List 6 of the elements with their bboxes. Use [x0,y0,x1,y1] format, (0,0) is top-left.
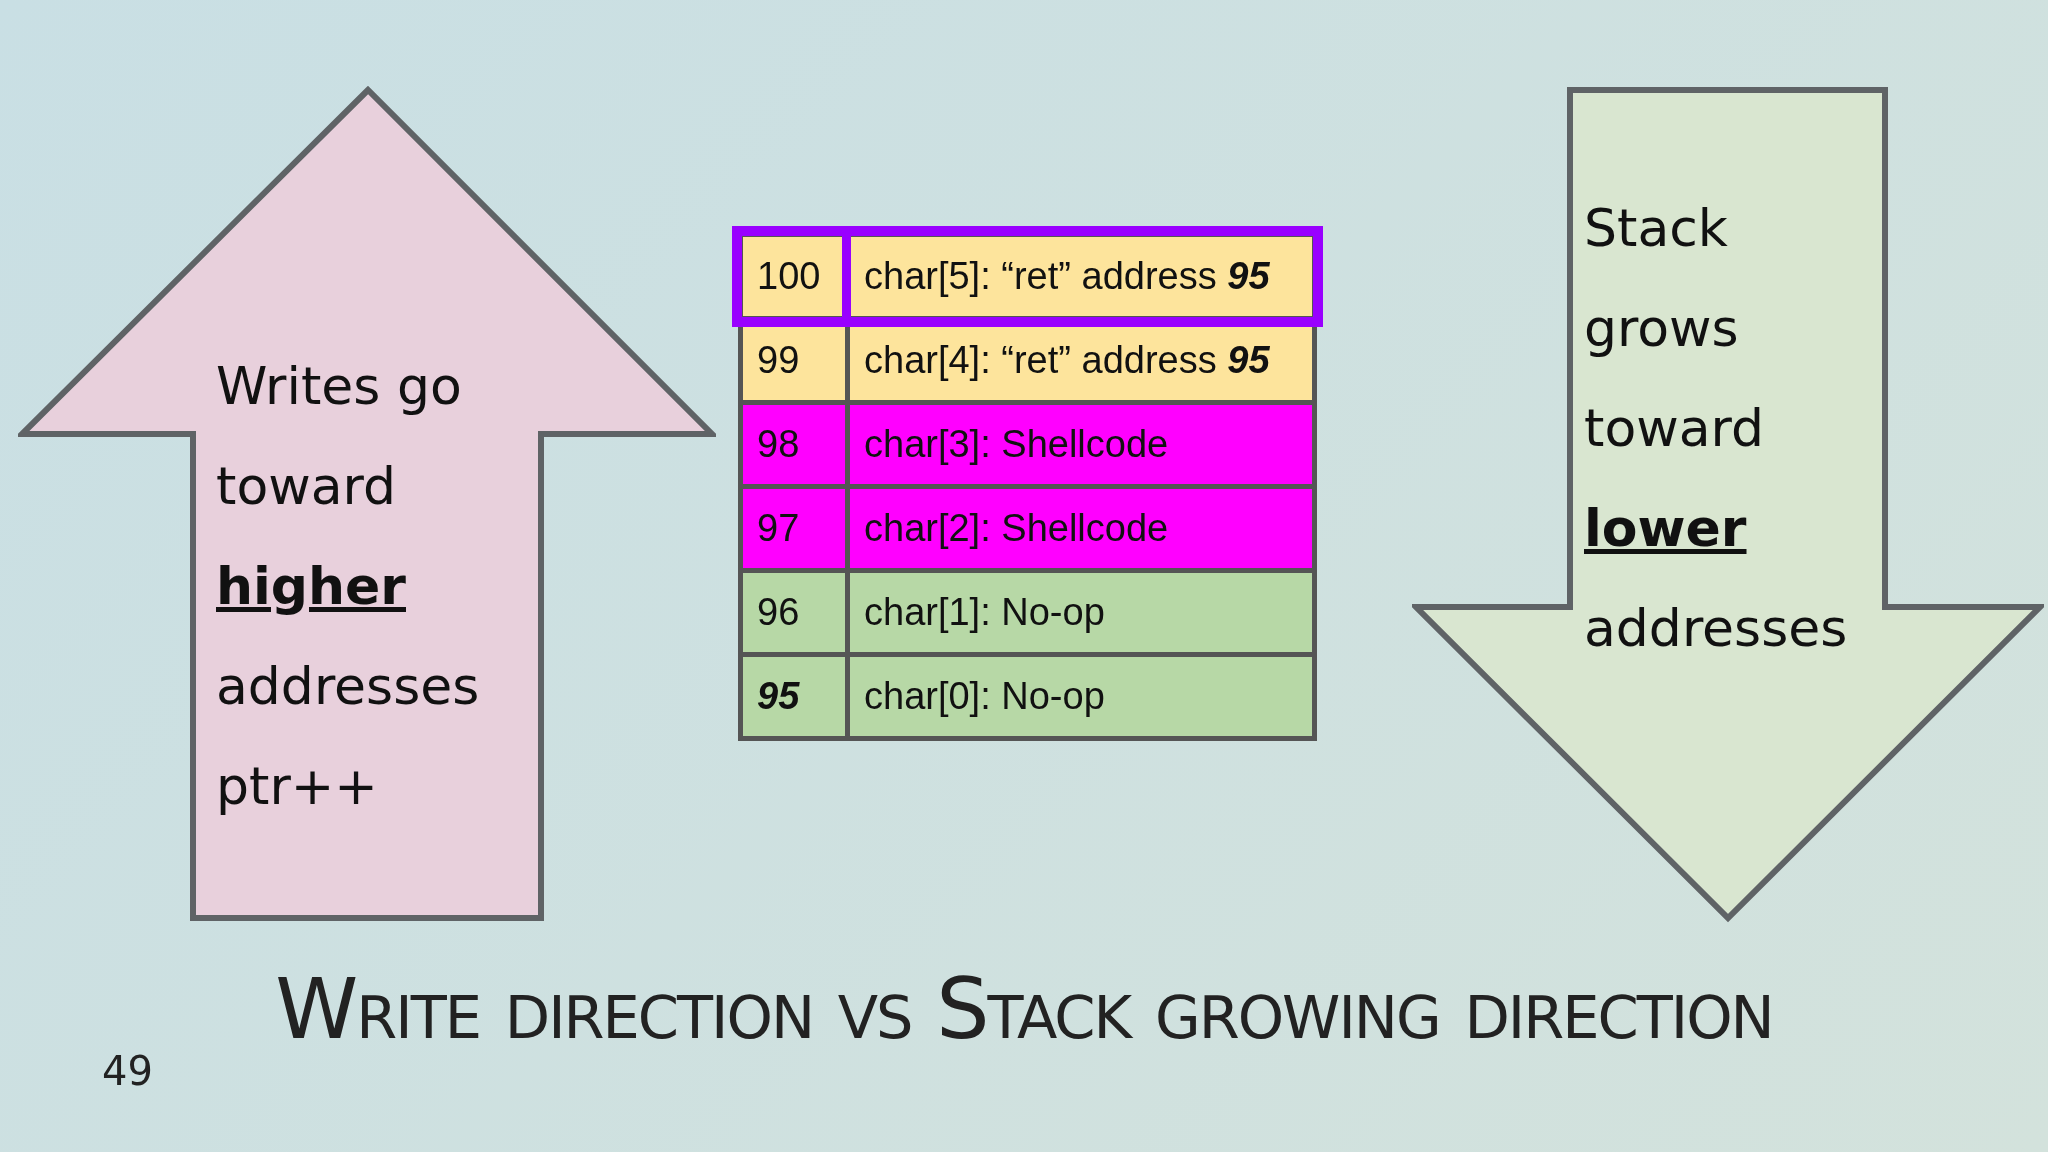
arrow-text: ptr++ [216,755,379,818]
slide-title: Write direction vs Stack growing direction [274,960,1774,1058]
up-arrow [18,86,716,924]
page-number: 49 [102,1048,153,1094]
arrow-text: Stack grows toward lower addresses [1584,197,1849,660]
down-arrow [1412,86,2044,924]
